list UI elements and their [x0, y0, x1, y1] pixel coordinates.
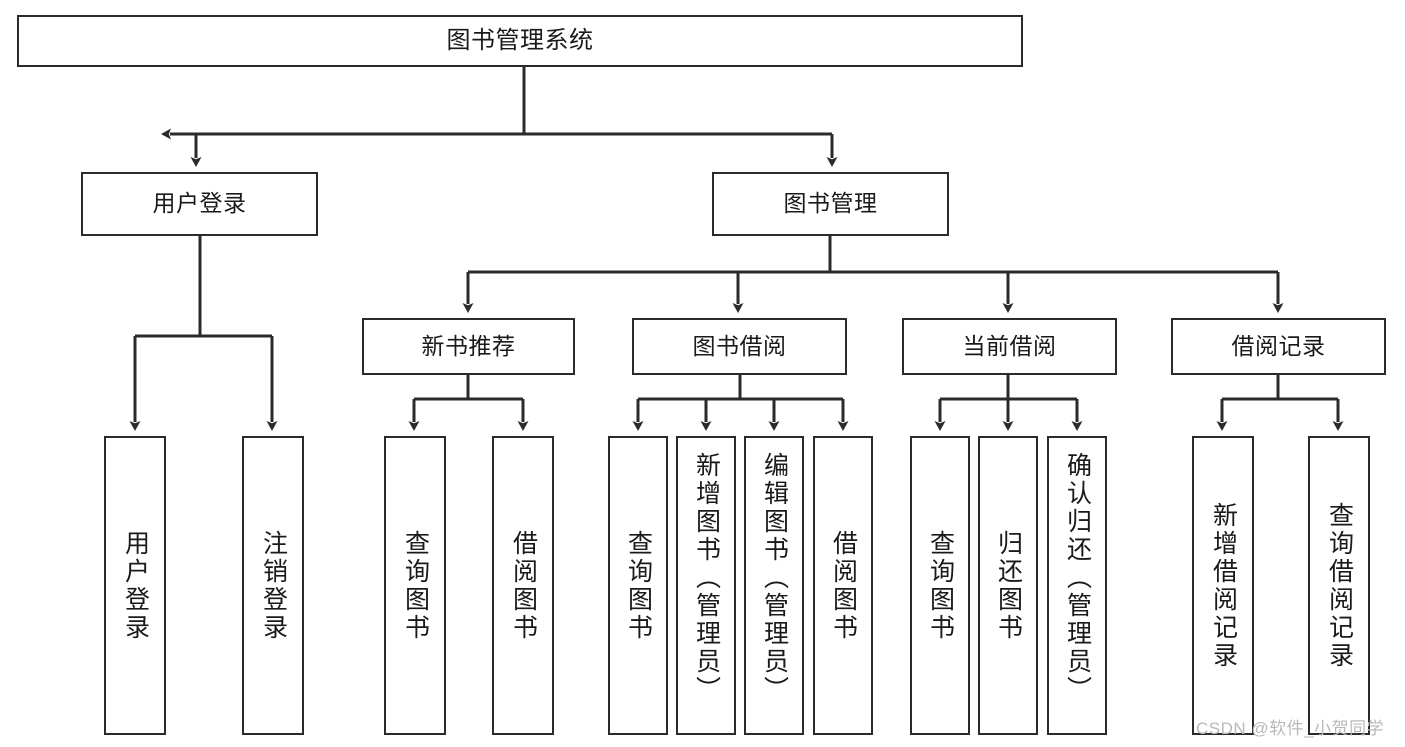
leaf-return-book[interactable]: 归还图书 [978, 436, 1038, 735]
leaf-add-borrow-record[interactable]: 新增借阅记录 [1192, 436, 1254, 735]
node-label: 用户登录 [121, 529, 150, 642]
node-current-borrow[interactable]: 当前借阅 [902, 318, 1117, 375]
leaf-logout-login[interactable]: 注销登录 [242, 436, 304, 735]
node-label: 新增借阅记录 [1209, 501, 1238, 670]
node-new-book-recommend[interactable]: 新书推荐 [362, 318, 575, 375]
node-user-login[interactable]: 用户登录 [81, 172, 318, 236]
node-root-system[interactable]: 图书管理系统 [17, 15, 1023, 67]
leaf-user-login[interactable]: 用户登录 [104, 436, 166, 735]
node-label: 用户登录 [152, 190, 247, 217]
node-label: 查询图书 [624, 529, 653, 642]
node-label: 查询图书 [401, 529, 430, 642]
leaf-add-book-admin[interactable]: 新增图书（管理员） [676, 436, 736, 735]
node-label: 当前借阅 [962, 332, 1057, 359]
node-label: 查询图书 [926, 529, 955, 642]
node-label: 借阅图书 [829, 529, 858, 642]
node-label: 图书管理系统 [446, 26, 594, 54]
node-book-borrow[interactable]: 图书借阅 [632, 318, 847, 375]
node-book-manage[interactable]: 图书管理 [712, 172, 949, 236]
leaf-borrow-book-borrow[interactable]: 借阅图书 [813, 436, 873, 735]
leaf-edit-book-admin[interactable]: 编辑图书（管理员） [744, 436, 804, 735]
leaf-query-borrow-record[interactable]: 查询借阅记录 [1308, 436, 1370, 735]
node-borrow-record[interactable]: 借阅记录 [1171, 318, 1386, 375]
csdn-watermark: CSDN @软件_小贺同学 [1196, 719, 1385, 738]
node-label: 归还图书 [994, 529, 1023, 642]
node-label: 新书推荐 [421, 332, 516, 359]
node-label: 借阅记录 [1231, 332, 1326, 359]
leaf-query-book-borrow[interactable]: 查询图书 [608, 436, 668, 735]
leaf-borrow-book-recommend[interactable]: 借阅图书 [492, 436, 554, 735]
leaf-query-book-recommend[interactable]: 查询图书 [384, 436, 446, 735]
leaf-confirm-return-admin[interactable]: 确认归还（管理员） [1047, 436, 1107, 735]
node-label: 新增图书（管理员） [692, 452, 721, 704]
node-label: 查询借阅记录 [1325, 501, 1354, 670]
node-label: 编辑图书（管理员） [760, 452, 789, 704]
node-label: 借阅图书 [509, 529, 538, 642]
node-label: 图书管理 [783, 190, 878, 217]
node-label: 确认归还（管理员） [1063, 452, 1092, 704]
leaf-query-book-current[interactable]: 查询图书 [910, 436, 970, 735]
node-label: 注销登录 [259, 529, 288, 642]
node-label: 图书借阅 [692, 332, 787, 359]
